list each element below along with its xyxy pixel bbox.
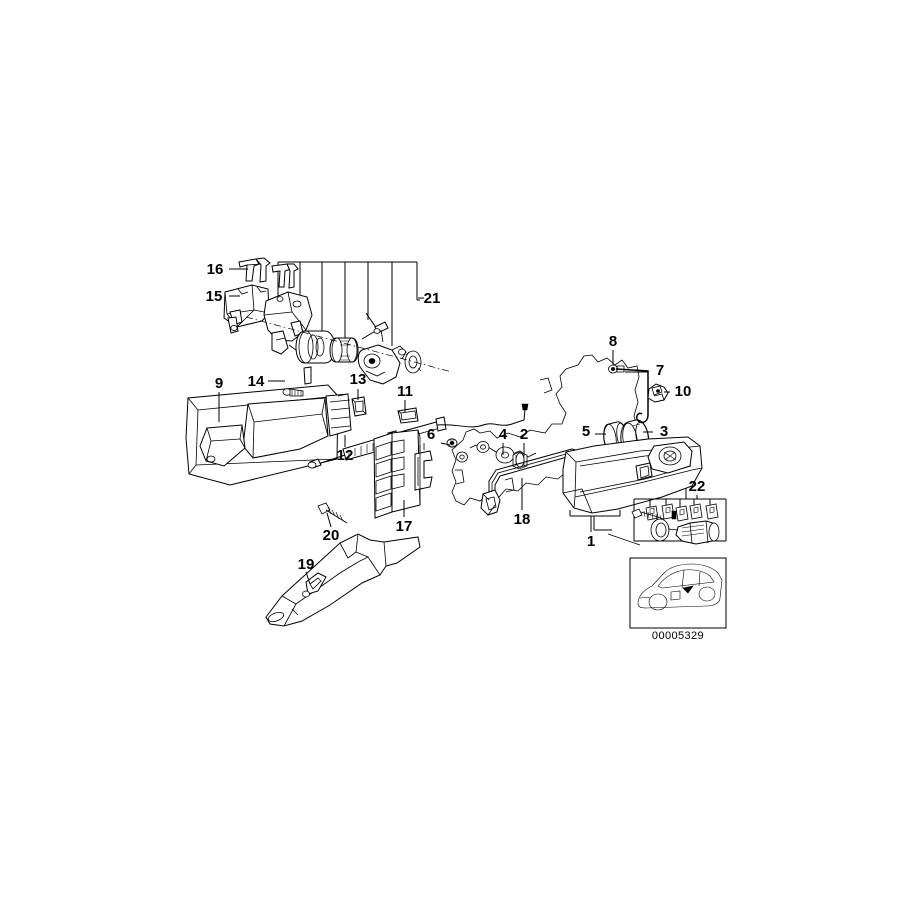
part-16-retaining-clip — [238, 257, 299, 289]
lock-housing-body — [263, 291, 313, 355]
part-7-operating-rod — [615, 368, 649, 424]
callout-19: 19 — [298, 556, 315, 573]
callout-8: 8 — [609, 333, 617, 350]
part-14-oval-head-screw — [282, 388, 304, 397]
part-1-outer-door-handle — [562, 436, 703, 514]
tumbler-plate-5 — [705, 503, 719, 520]
callout-11: 11 — [397, 383, 413, 400]
callout-9: 9 — [215, 375, 223, 392]
callout-20: 20 — [323, 527, 340, 544]
lock-cam-drum — [295, 330, 341, 385]
coil-spring-22 — [631, 508, 665, 522]
callout-14: 14 — [248, 373, 265, 390]
lock-cylinder-22 — [667, 520, 720, 545]
lock-lever-rod — [361, 312, 389, 343]
callout-13: 13 — [350, 371, 367, 388]
lock-actuator-arm — [357, 344, 407, 385]
callout-18: 18 — [514, 511, 531, 528]
lock-bushing-ring — [329, 337, 359, 363]
diagram-id-caption: 00005329 — [652, 630, 704, 642]
callout-leader-lines — [218, 268, 698, 585]
washer-small-left — [476, 441, 490, 453]
part-19-reinforcement-plate — [265, 533, 421, 627]
axis-line-top-group — [245, 316, 453, 373]
callout-21: 21 — [424, 290, 441, 307]
part-11-bracket-clip — [397, 407, 419, 424]
callout-5: 5 — [582, 423, 590, 440]
part-20-self-tapping-screw — [317, 502, 348, 524]
callout-7: 7 — [656, 362, 664, 379]
group-1-leader-bracket — [569, 510, 641, 546]
part-22-lock-cylinder-repair-kit — [631, 503, 720, 545]
callout-22: 22 — [689, 478, 706, 495]
callout-6: 6 — [427, 426, 435, 443]
tumbler-plate-3 — [675, 505, 689, 522]
part-4-washer — [495, 446, 515, 464]
washer-small-far-left — [456, 451, 468, 463]
tumbler-plate-4 — [689, 503, 703, 520]
callout-12: 12 — [337, 447, 354, 464]
callout-17: 17 — [396, 518, 413, 535]
callout-1: 1 — [587, 533, 595, 550]
part-17-door-lock-module — [373, 429, 433, 519]
part-13-spring-clip — [351, 396, 367, 417]
callout-16: 16 — [207, 261, 224, 278]
retaining-ring-22 — [650, 518, 670, 542]
lock-linkage-cable — [436, 403, 529, 428]
callout-numbers: 1 2 3 4 5 6 7 8 9 10 11 12 13 14 15 16 1… — [206, 261, 706, 573]
part-6-hex-nut — [446, 438, 458, 448]
group-21-leader-bracket — [277, 261, 420, 347]
callout-15: 15 — [206, 288, 223, 305]
part-10-rod-clip — [647, 383, 669, 403]
part-9-inside-door-handle-trim — [185, 384, 352, 486]
part-15-lock-housing-cover — [223, 284, 270, 334]
callout-4: 4 — [499, 426, 508, 443]
callout-10: 10 — [675, 383, 692, 400]
callout-2: 2 — [520, 426, 528, 443]
lock-washer-ring — [404, 350, 422, 374]
vehicle-side-view-icon — [637, 563, 723, 611]
vehicle-location-inset: 00005329 — [629, 557, 727, 642]
callout-3: 3 — [660, 423, 668, 440]
